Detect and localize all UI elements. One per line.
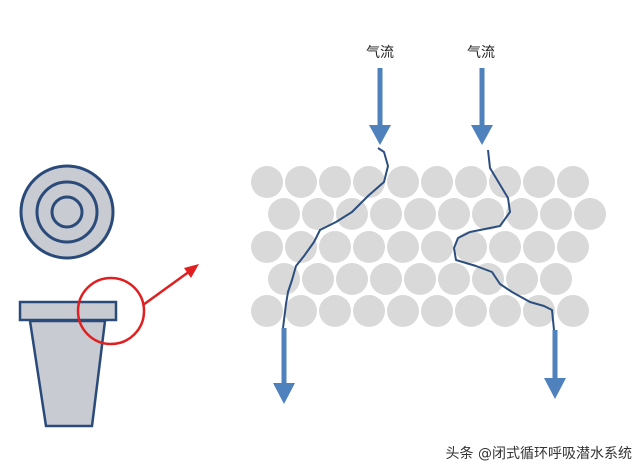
sphere-r4-c2	[319, 295, 351, 327]
sphere-r1-c7	[506, 198, 538, 230]
component-side-view	[18, 300, 118, 428]
sphere-r0-c1	[285, 166, 317, 198]
sphere-r3-c3	[370, 263, 402, 295]
airflow-arrows	[273, 68, 566, 404]
sphere-r3-c8	[540, 263, 572, 295]
cup-body	[28, 319, 107, 428]
sphere-r1-c6	[472, 198, 504, 230]
arrow-head-out-right	[544, 378, 566, 399]
inner-ring	[50, 195, 84, 229]
sphere-r0-c2	[319, 166, 351, 198]
cup-rim	[18, 300, 118, 322]
sphere-r0-c0	[251, 166, 283, 198]
crack-right	[453, 149, 555, 331]
sphere-r1-c4	[404, 198, 436, 230]
magnifier	[76, 264, 199, 346]
sphere-r4-c0	[251, 295, 283, 327]
airflow-label-right: 气流	[467, 45, 495, 61]
magnifier-circle	[76, 276, 146, 346]
sphere-r2-c7	[489, 231, 521, 263]
sphere-r4-c7	[489, 295, 521, 327]
component-top-view	[19, 164, 115, 260]
red-arrow-icon	[184, 264, 199, 278]
sphere-r1-c5	[438, 198, 470, 230]
sphere-r2-c3	[353, 231, 385, 263]
pointer-arrow	[142, 269, 191, 307]
sphere-r3-c1	[302, 263, 334, 295]
sphere-r2-c8	[523, 231, 555, 263]
sphere-r3-c5	[438, 263, 470, 295]
sphere-r1-c0	[268, 198, 300, 230]
sphere-r0-c6	[455, 166, 487, 198]
sphere-r3-c4	[404, 263, 436, 295]
watermark: 头条 @闭式循环呼吸潜水系统	[446, 445, 632, 462]
sphere-r1-c2	[336, 198, 368, 230]
sphere-packing	[251, 166, 606, 327]
crack-paths	[282, 147, 555, 331]
crack-left	[282, 147, 389, 329]
sphere-r0-c5	[421, 166, 453, 198]
sphere-r3-c0	[268, 263, 300, 295]
sphere-r1-c3	[370, 198, 402, 230]
sphere-r4-c9	[557, 295, 589, 327]
sphere-r0-c3	[353, 166, 385, 198]
sphere-r2-c5	[421, 231, 453, 263]
sphere-r1-c8	[540, 198, 572, 230]
sphere-r4-c6	[455, 295, 487, 327]
sphere-r2-c0	[251, 231, 283, 263]
sphere-r2-c2	[319, 231, 351, 263]
sphere-r4-c4	[387, 295, 419, 327]
sphere-r4-c3	[353, 295, 385, 327]
sphere-r1-c1	[302, 198, 334, 230]
arrow-head-out-left	[273, 383, 295, 404]
airflow-label-left: 气流	[366, 45, 394, 61]
sphere-r0-c7	[489, 166, 521, 198]
sphere-r3-c2	[336, 263, 368, 295]
sphere-r0-c8	[523, 166, 555, 198]
sphere-r2-c4	[387, 231, 419, 263]
sphere-r3-c6	[472, 263, 504, 295]
arrow-head-in-left	[369, 125, 391, 145]
sphere-r0-c4	[387, 166, 419, 198]
arrow-head-in-right	[471, 125, 493, 145]
sphere-r3-c7	[506, 263, 538, 295]
sphere-r2-c6	[455, 231, 487, 263]
sphere-r2-c9	[557, 231, 589, 263]
sphere-r4-c1	[285, 295, 317, 327]
sphere-r0-c9	[557, 166, 589, 198]
sphere-r2-c1	[285, 231, 317, 263]
sphere-r4-c5	[421, 295, 453, 327]
sphere-r1-c9	[574, 198, 606, 230]
